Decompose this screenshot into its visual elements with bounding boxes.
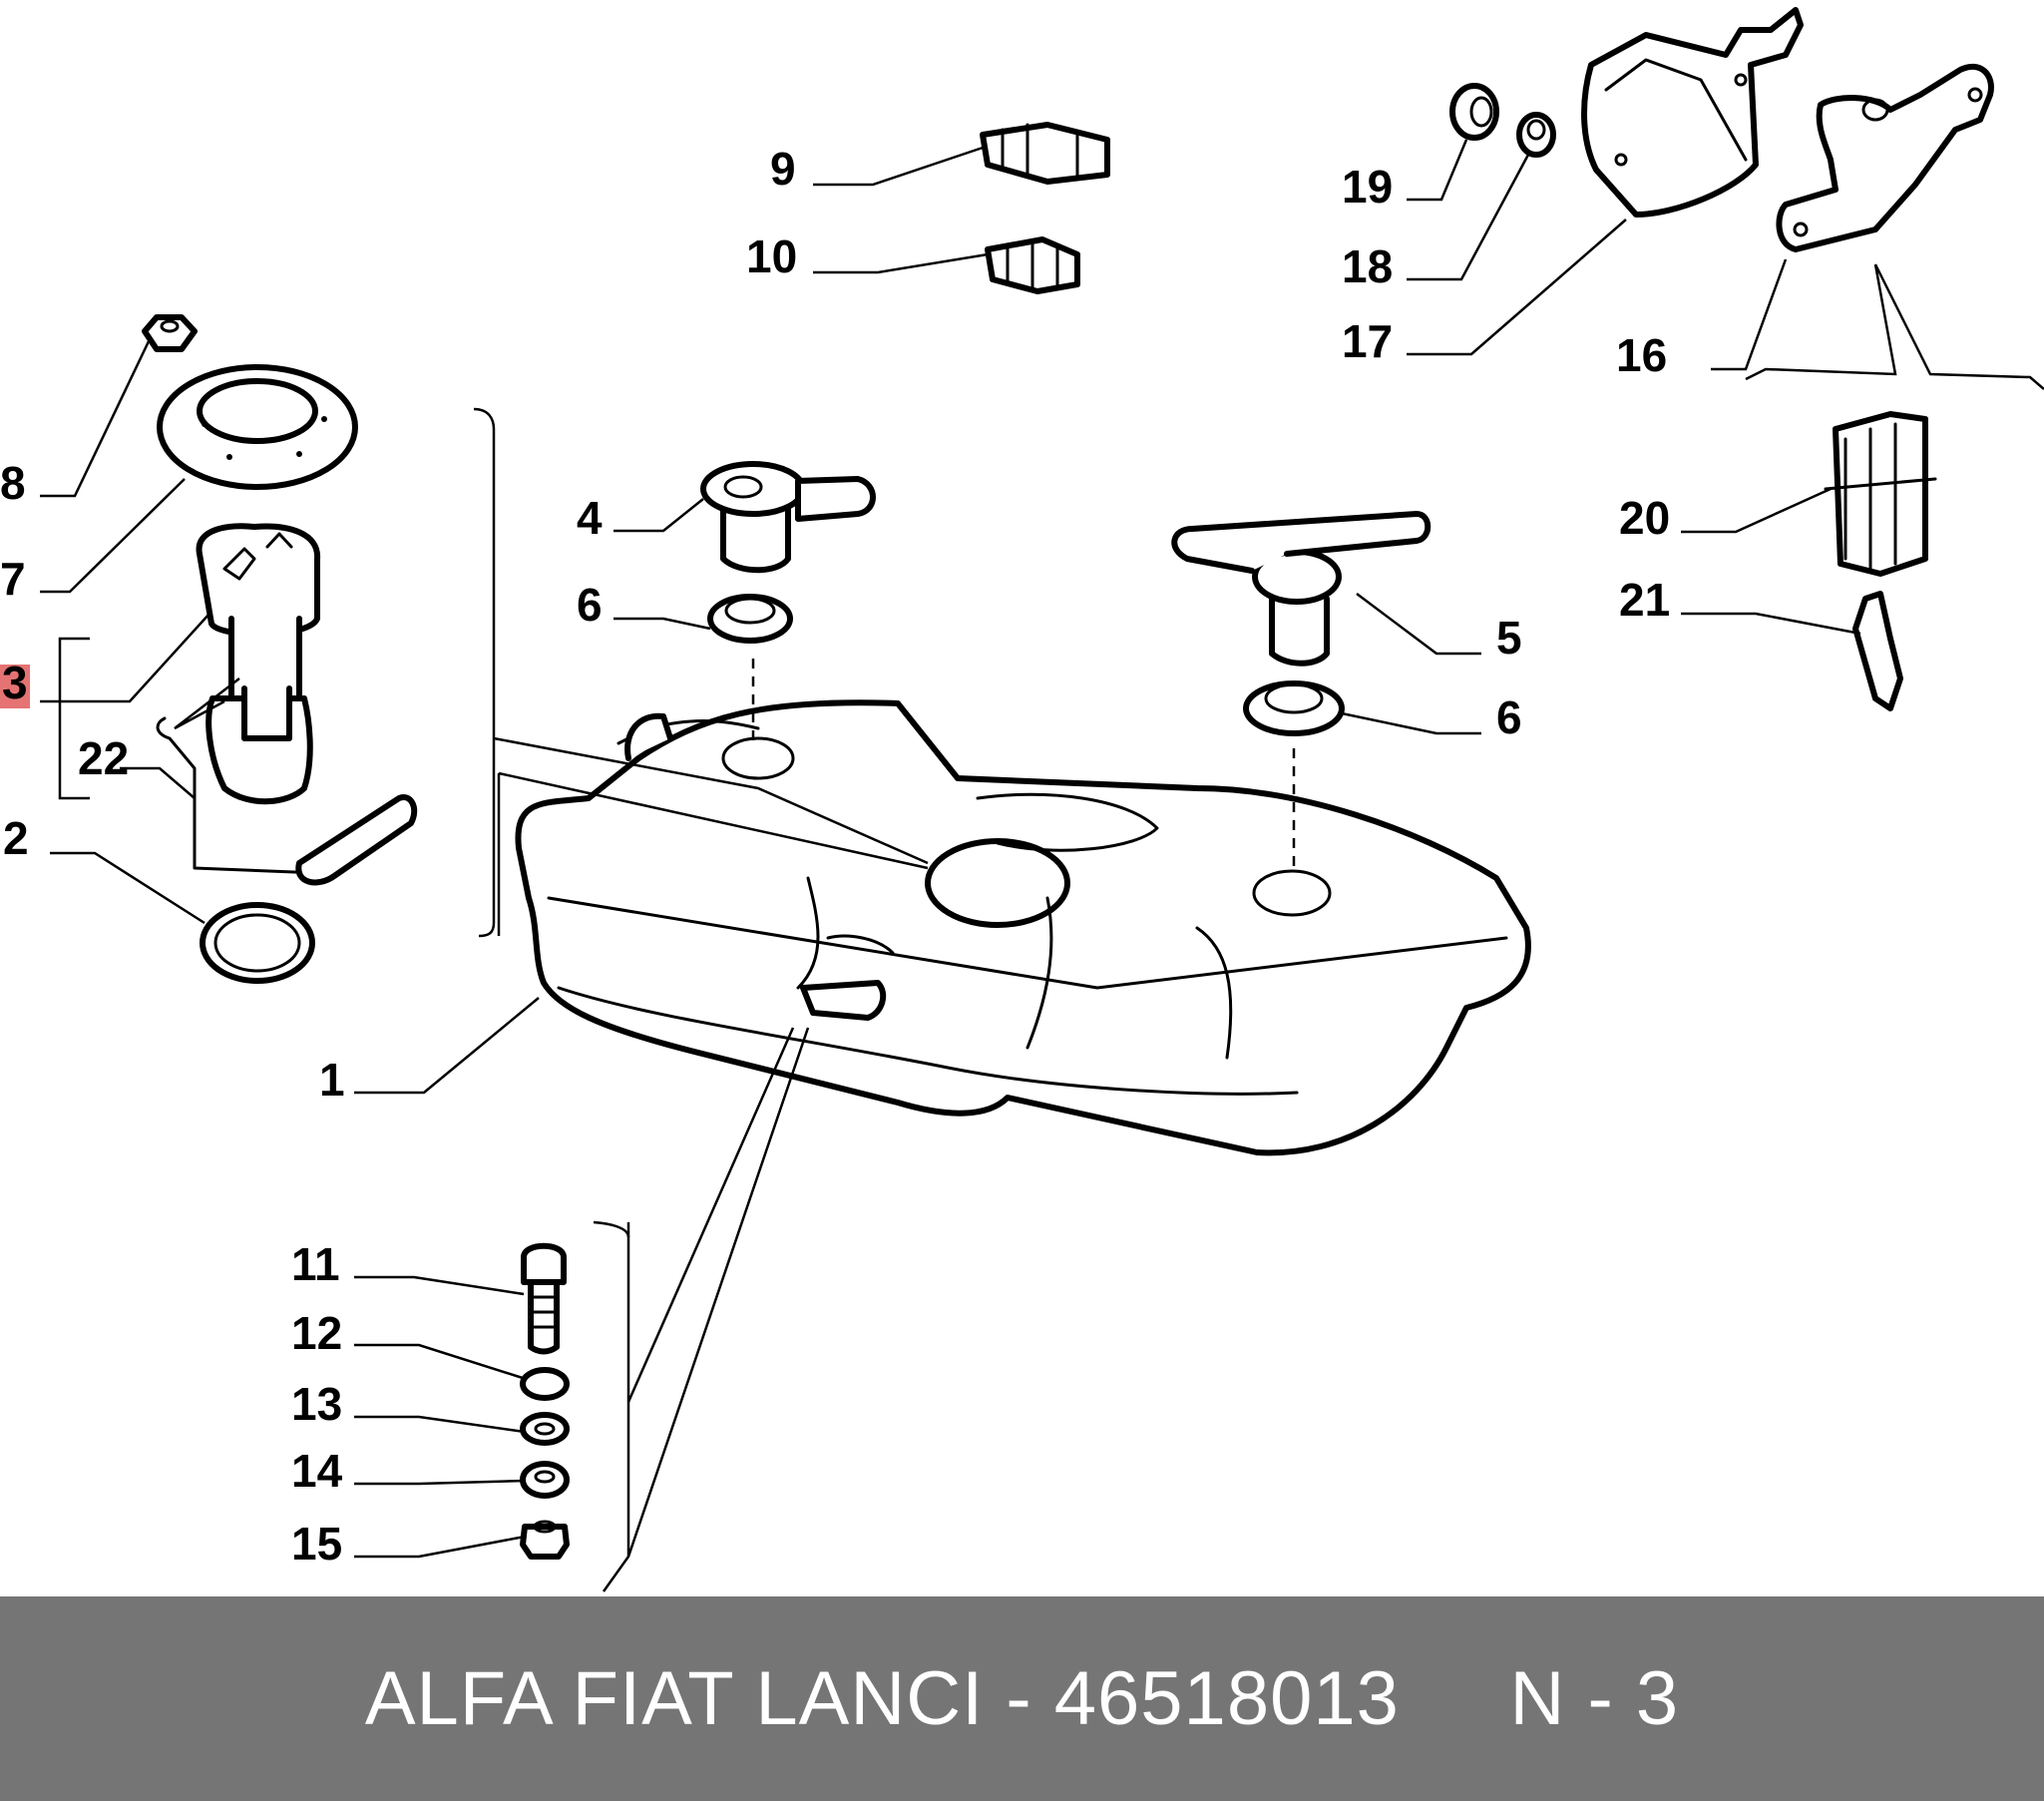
callout-6-left: 6 (577, 579, 603, 631)
part-11-bolt (521, 1242, 567, 1355)
callout-2: 2 (3, 812, 29, 864)
part-number-banner: ALFA FIAT LANCI - 46518013 N - 3 (0, 1596, 2044, 1801)
part-13-washer (520, 1412, 570, 1446)
tank-outline-bracket (473, 407, 929, 1592)
callout-20: 20 (1619, 492, 1670, 544)
callout-16: 16 (1616, 329, 1667, 381)
callout-13: 13 (291, 1378, 342, 1430)
callout-21: 21 (1619, 574, 1670, 626)
callout-1: 1 (319, 1054, 345, 1106)
callout-17: 17 (1342, 315, 1393, 367)
part-7-flange-ring (157, 364, 358, 490)
callout-5: 5 (1496, 612, 1522, 664)
part-4-filler-cap (700, 461, 876, 574)
part-17-bracket (1581, 7, 1804, 218)
part-number-text: ALFA FIAT LANCI - 46518013 N - 3 (364, 1656, 1680, 1741)
part-8-nut (142, 314, 198, 352)
callout-3-highlight (0, 665, 30, 708)
part-9-connector (980, 122, 1110, 185)
callout-4: 4 (577, 492, 603, 544)
part-21-clip (1852, 591, 1903, 711)
part-10-connector (985, 236, 1080, 294)
part-19-grommet (1449, 83, 1499, 141)
part-6-seal-left (707, 594, 793, 644)
callout-14: 14 (291, 1445, 343, 1497)
group-bracket-3 (58, 637, 90, 800)
part-6-seal-right (1243, 680, 1345, 736)
callout-15: 15 (291, 1518, 342, 1570)
callout-labels: 8 7 3 22 2 1 4 6 5 6 9 10 11 12 13 14 15… (0, 143, 1670, 1570)
callout-11: 11 (291, 1238, 340, 1290)
part-22-float-arm (156, 716, 418, 886)
part-16-valve-bracket (1776, 63, 1994, 252)
leader-lines (40, 139, 1861, 1559)
callout-8: 8 (0, 457, 26, 509)
exploded-parts-diagram: 8 7 3 22 2 1 4 6 5 6 9 10 11 12 13 14 15… (0, 7, 2044, 1592)
callout-6-right: 6 (1496, 691, 1522, 743)
callout-7: 7 (0, 553, 26, 605)
fuel-tank (515, 699, 1531, 1156)
leader-bracket-16b (1873, 263, 2044, 390)
callout-19: 19 (1342, 161, 1393, 213)
part-5-filler-neck (1171, 511, 1431, 667)
part-12-spring-washer (520, 1367, 570, 1401)
part-18-bushing (1516, 112, 1556, 158)
callout-22: 22 (78, 732, 129, 784)
callout-12: 12 (291, 1307, 342, 1359)
part-15-nut (520, 1520, 570, 1560)
callout-9: 9 (770, 143, 796, 195)
callout-3: 3 (2, 657, 28, 708)
part-3-pump-assembly (196, 523, 321, 805)
callout-10: 10 (746, 230, 797, 282)
part-14-washer (520, 1461, 570, 1499)
part-20-valve (1824, 411, 1937, 577)
leader-bracket-16 (1745, 263, 1897, 381)
callout-18: 18 (1342, 240, 1393, 292)
part-2-seal-ring (200, 902, 315, 984)
